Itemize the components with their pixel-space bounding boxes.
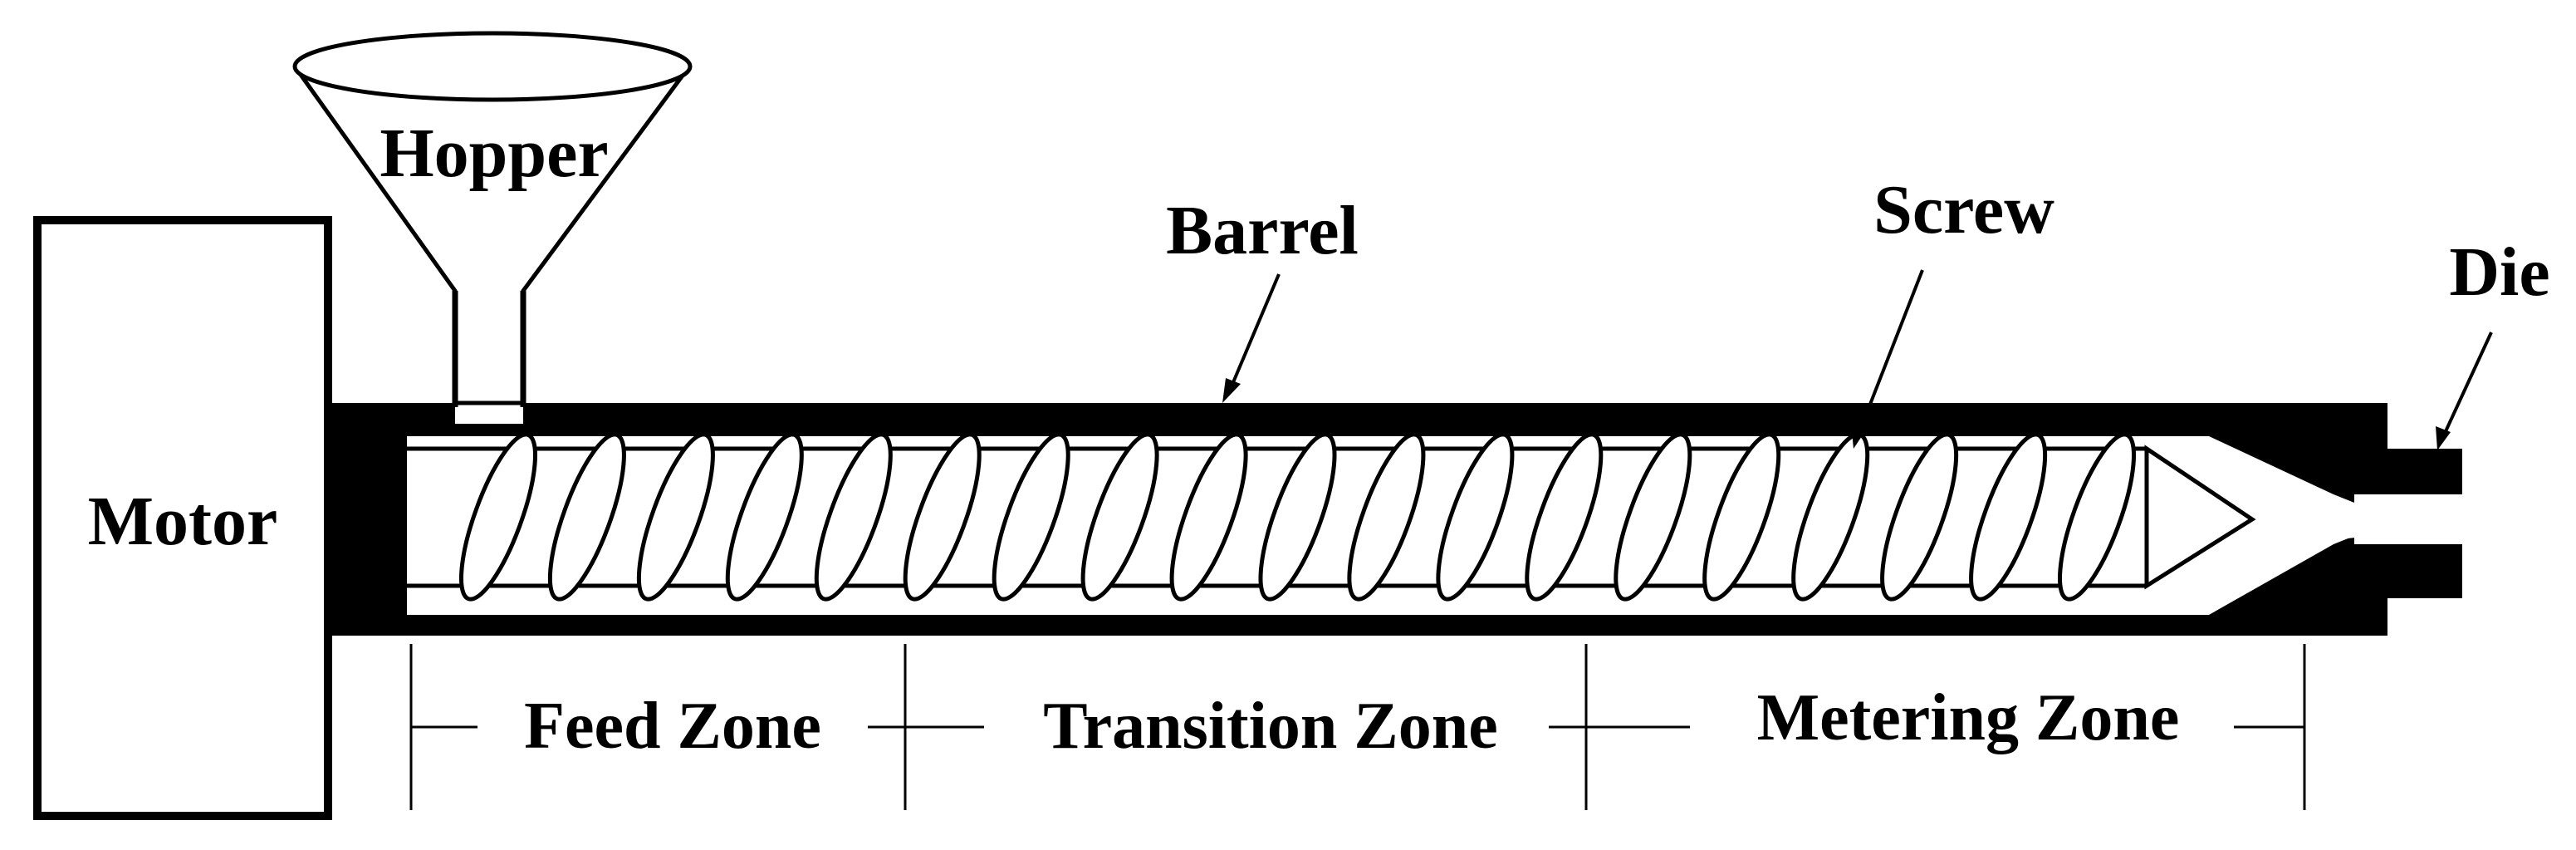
screw-flight — [1347, 432, 1426, 602]
die-label: Die — [2449, 233, 2549, 311]
screw-flight — [1436, 432, 1515, 602]
screw-flight — [1969, 432, 2048, 602]
hopper — [292, 31, 693, 407]
zone-label-metering: Metering Zone — [1757, 681, 2180, 754]
screw-flight — [1702, 432, 1781, 602]
screw-flight — [1169, 432, 1248, 602]
zone-label-transition: Transition Zone — [1043, 690, 1498, 763]
motor-box — [33, 216, 332, 820]
screw-flight — [992, 432, 1070, 602]
screw-tip — [2144, 445, 2256, 590]
screw-flight — [1080, 432, 1159, 602]
die-nozzle — [2387, 449, 2462, 598]
barrel-pointer — [1222, 273, 1281, 403]
barrel — [407, 403, 2462, 636]
screw-flight — [1614, 432, 1692, 602]
screw-flight — [1880, 432, 1959, 602]
motor-coupling — [332, 403, 407, 636]
zone-dimension-lines — [409, 644, 2306, 810]
screw — [407, 432, 2256, 602]
screw-flight — [814, 432, 893, 602]
screw-flight — [547, 432, 626, 602]
screw-flight — [636, 432, 715, 602]
screw-flight — [1258, 432, 1337, 602]
zone-label-feed: Feed Zone — [524, 690, 821, 763]
motor-label: Motor — [88, 483, 278, 560]
hopper-rim — [292, 31, 693, 102]
screw-label: Screw — [1873, 171, 2054, 248]
screw-pointer — [1851, 269, 1924, 449]
screw-flight — [903, 432, 982, 602]
hopper-label: Hopper — [380, 115, 608, 192]
die-pointer — [2436, 332, 2493, 450]
screw-flight — [1525, 432, 1604, 602]
screw-flight — [458, 432, 538, 602]
screw-flight — [725, 432, 804, 602]
barrel-label: Barrel — [1166, 192, 1359, 269]
screw-flight — [2057, 432, 2137, 602]
